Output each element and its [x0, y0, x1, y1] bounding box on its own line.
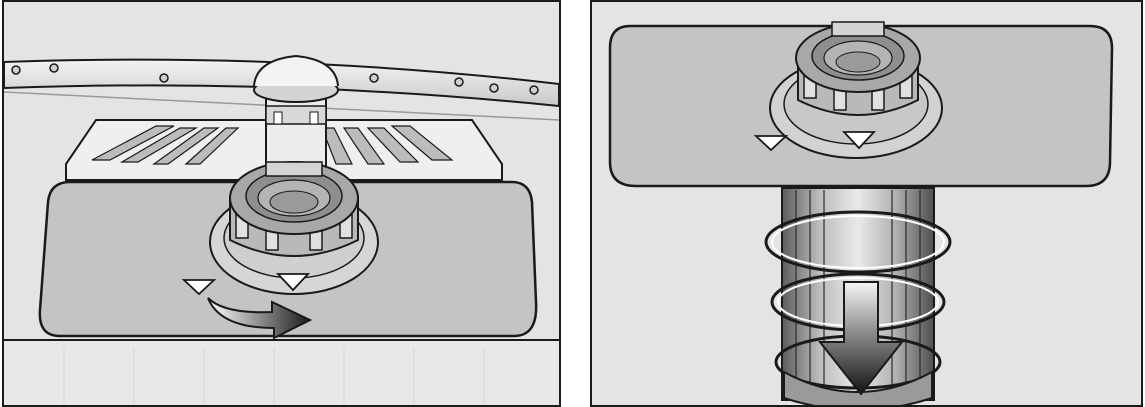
- filter-grip: [230, 162, 358, 256]
- filter-grip: [796, 22, 920, 115]
- spray-arm-hub: [254, 56, 338, 172]
- turn-filter-illustration: [4, 2, 559, 405]
- panel-pull-out-filter: [590, 0, 1143, 407]
- panel-turn-filter: [2, 0, 561, 407]
- tub-floor: [4, 340, 559, 405]
- pull-out-filter-illustration: [592, 2, 1141, 405]
